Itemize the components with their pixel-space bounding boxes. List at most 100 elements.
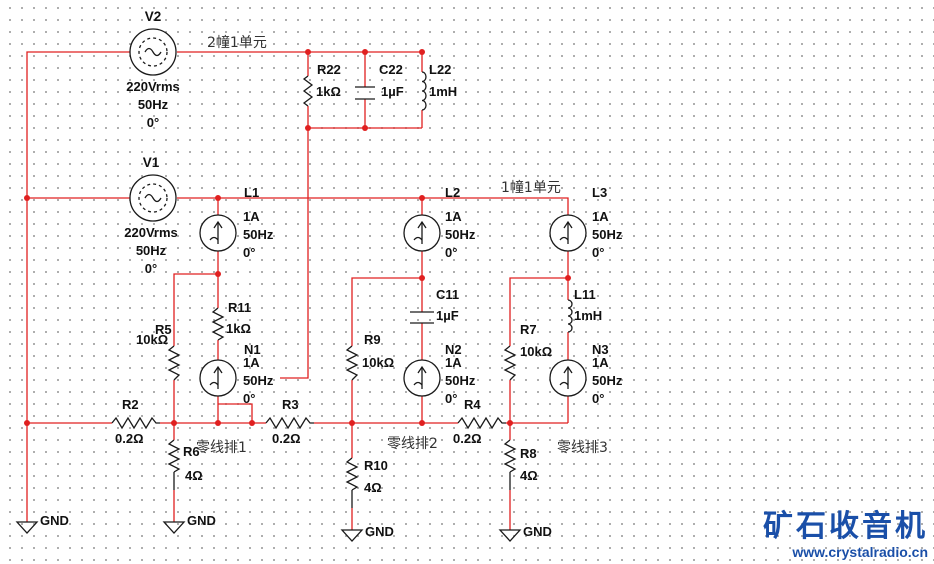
v1-phase: 0° (145, 261, 157, 276)
ground-symbol (340, 529, 364, 542)
v2-voltage: 220Vrms (126, 79, 180, 94)
watermark: 矿石收音机 www.crystalradio.cn (763, 509, 928, 561)
junction (305, 125, 311, 131)
wires (26, 51, 569, 530)
r7-value: 10kΩ (520, 344, 552, 359)
r3-name: R3 (282, 397, 299, 412)
resistor-r6[interactable] (167, 439, 181, 490)
resistor-r5[interactable] (167, 345, 181, 381)
current-source-n1[interactable] (199, 359, 237, 397)
l3-name: L3 (592, 185, 607, 200)
n1-name: N1 (244, 342, 261, 357)
r10-value: 4Ω (364, 480, 382, 495)
current-source-n3[interactable] (549, 359, 587, 397)
resistor-r7[interactable] (503, 345, 517, 381)
resistor-r2[interactable] (111, 416, 160, 430)
junction (305, 49, 311, 55)
l22-name: L22 (429, 62, 451, 77)
l1-current: 1A (243, 209, 260, 224)
n3-phase: 0° (592, 391, 604, 406)
resistor-r11[interactable] (211, 307, 225, 341)
l11-name: L11 (574, 287, 596, 302)
inductor-l22[interactable] (421, 71, 427, 111)
l3-frequency: 50Hz (592, 227, 623, 242)
l1-name: L1 (244, 185, 259, 200)
l2-phase: 0° (445, 245, 457, 260)
c11-value: 1µF (436, 308, 459, 323)
r22-name: R22 (317, 62, 341, 77)
neutral-bar-1-label: 零线排1 (196, 440, 247, 456)
current-source-l3[interactable] (549, 214, 587, 252)
l22-value: 1mH (429, 84, 457, 99)
current-source-n2[interactable] (403, 359, 441, 397)
r9-name: R9 (364, 332, 381, 347)
current-source-l1[interactable] (199, 214, 237, 252)
voltage-source-v1[interactable] (129, 174, 177, 222)
l2-name: L2 (445, 185, 460, 200)
resistor-r4[interactable] (457, 416, 506, 430)
inductor-l11[interactable] (567, 299, 573, 333)
l2-frequency: 50Hz (445, 227, 476, 242)
voltage-source-v2[interactable] (129, 28, 177, 76)
junctions (24, 49, 571, 426)
n2-frequency: 50Hz (445, 373, 476, 388)
v2-name: V2 (145, 9, 162, 24)
r5-value: 10kΩ (136, 332, 168, 347)
resistor-r9[interactable] (345, 345, 359, 381)
junction (215, 420, 221, 426)
ground-symbol (15, 521, 39, 534)
r6-value: 4Ω (185, 468, 203, 483)
ground-label: GND (365, 524, 394, 539)
neutral-bar-2-label: 零线排2 (387, 436, 438, 452)
junction (419, 49, 425, 55)
r11-value: 1kΩ (226, 321, 251, 336)
l11-value: 1mH (574, 308, 602, 323)
junction (507, 420, 513, 426)
junction (349, 420, 355, 426)
r11-name: R11 (228, 300, 251, 315)
ground-label: GND (40, 513, 69, 528)
n3-frequency: 50Hz (592, 373, 623, 388)
junction (419, 275, 425, 281)
v1-name: V1 (143, 155, 160, 170)
junction (362, 49, 368, 55)
junction (215, 195, 221, 201)
neutral-bar-3-label: 零线排3 (557, 440, 608, 456)
v2-frequency: 50Hz (138, 97, 169, 112)
resistor-r8[interactable] (503, 439, 517, 490)
r22-value: 1kΩ (316, 84, 341, 99)
r5-name: R5 (155, 322, 172, 337)
resistor-r22[interactable] (302, 75, 314, 107)
r7-name: R7 (520, 322, 537, 337)
unit1-label: 1幢1单元 (501, 179, 561, 196)
n2-phase: 0° (445, 391, 457, 406)
n1-frequency: 50Hz (243, 373, 274, 388)
r8-value: 4Ω (520, 468, 538, 483)
junction (419, 420, 425, 426)
r10-name: R10 (364, 458, 388, 473)
resistor-r3[interactable] (265, 416, 314, 430)
watermark-title: 矿石收音机 (763, 509, 928, 544)
c11-name: C11 (436, 287, 459, 302)
ground-label: GND (523, 524, 552, 539)
c22-name: C22 (379, 62, 403, 77)
r4-value: 0.2Ω (453, 431, 482, 446)
current-source-l2[interactable] (403, 214, 441, 252)
junction (419, 195, 425, 201)
ground-symbol (498, 529, 522, 542)
junction (171, 420, 177, 426)
junction (362, 125, 368, 131)
r8-name: R8 (520, 446, 537, 461)
capacitor-c11[interactable] (410, 311, 434, 324)
v1-voltage: 220Vrms (124, 225, 178, 240)
l3-phase: 0° (592, 245, 604, 260)
n3-current: 1A (592, 355, 609, 370)
l2-current: 1A (445, 209, 462, 224)
c22-value: 1µF (381, 84, 404, 99)
junction (249, 420, 255, 426)
r2-value: 0.2Ω (115, 431, 144, 446)
resistor-r10[interactable] (345, 457, 359, 508)
capacitor-c22[interactable] (355, 86, 375, 100)
r9-value: 10kΩ (362, 355, 394, 370)
